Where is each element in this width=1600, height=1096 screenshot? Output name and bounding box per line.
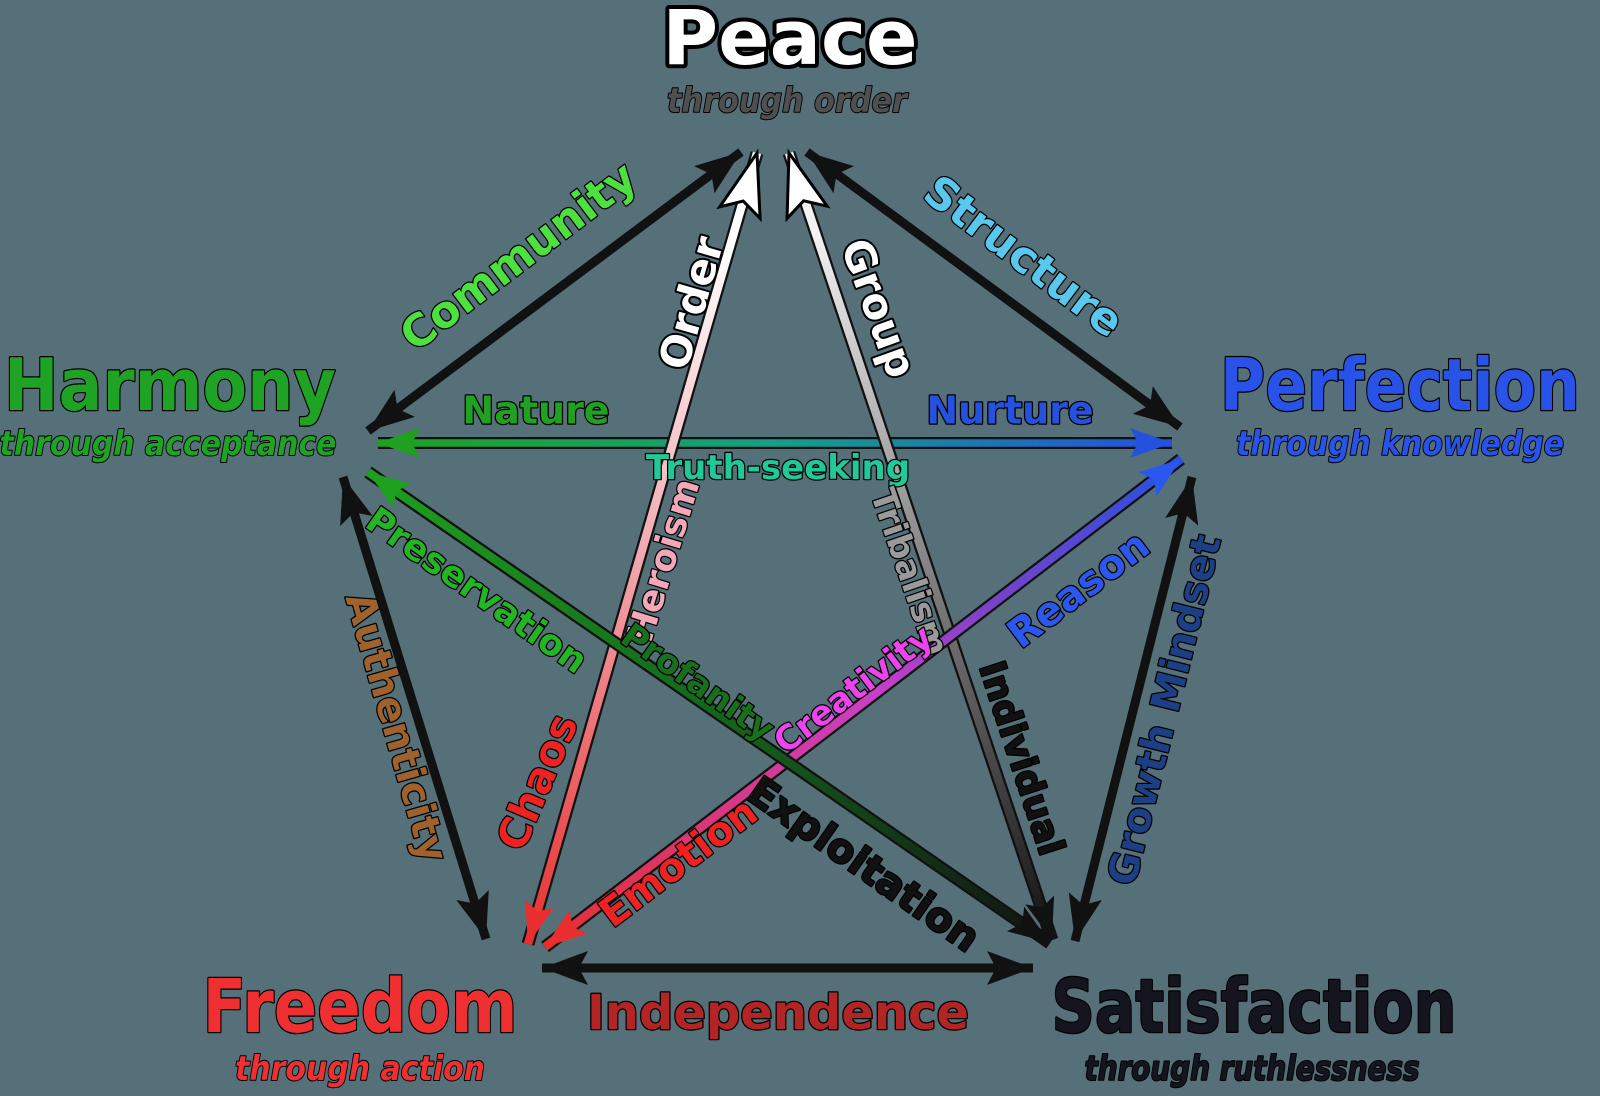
label-exploitation: Exploitation <box>739 768 988 961</box>
label-creativity: Creativity <box>766 617 940 762</box>
edge-peace-perfection-line <box>804 148 1183 431</box>
edge-satisfaction-peace-line <box>784 151 1057 942</box>
edge-harmony-freedom-line <box>338 475 491 941</box>
edge-freedom-perfection-line <box>542 455 1184 951</box>
vertex-harmony-label: Harmony <box>4 343 336 427</box>
arrowhead-individual-satisfaction <box>1025 895 1055 940</box>
vertex-peace-label: Peace <box>662 0 917 82</box>
arrowhead-growth-perfection <box>1165 477 1199 526</box>
vertex-freedom-subtitle: through action <box>235 1049 485 1089</box>
arrowhead-preservation-harmony <box>368 472 412 509</box>
arrowhead-nature-harmony <box>378 428 420 458</box>
vertex-peace-subtitle: through order <box>667 81 909 121</box>
edge-peace-perfection <box>804 148 1183 431</box>
edge-harmony-freedom <box>338 475 491 941</box>
arrowhead-authenticity-freedom <box>456 890 489 939</box>
label-order: Order <box>649 231 734 375</box>
edge-satisfaction-peace <box>782 148 1059 943</box>
arrowhead-independence-freedom <box>542 951 588 985</box>
label-nature: Nature <box>462 388 609 432</box>
arrowhead-exploitation-satisfaction <box>1006 906 1050 943</box>
arrowhead-group-peace <box>785 148 831 223</box>
vertex-harmony-subtitle: through acceptance <box>0 424 337 464</box>
vertex-freedom-label: Freedom <box>203 964 518 1050</box>
edge-harmony-perfection <box>378 428 1172 458</box>
arrowhead-authenticity-harmony <box>340 477 373 526</box>
edge-peace-harmony <box>365 148 744 435</box>
arrowhead-nurture-perfection <box>1130 428 1172 458</box>
arrowhead-independence-satisfaction <box>987 951 1033 985</box>
arrowhead-community-harmony <box>368 389 415 431</box>
label-nurture: Nurture <box>926 388 1093 432</box>
arrowhead-order-peace <box>716 148 762 223</box>
vertex-satisfaction-subtitle: through ruthlessness <box>1085 1049 1420 1089</box>
arrowhead-emotion-freedom <box>545 909 588 947</box>
edge-peace-harmony-line <box>365 148 744 435</box>
label-emotion: Emotion <box>591 789 767 937</box>
edge-perfection-satisfaction-line <box>1070 475 1197 943</box>
vertex-perfection-subtitle: through knowledge <box>1236 424 1564 464</box>
label-independence: Independence <box>587 985 969 1041</box>
arrowhead-community-peace <box>694 152 741 194</box>
edge-freedom-peace-line <box>523 151 762 946</box>
arrowhead-reason-perfection <box>1138 459 1181 497</box>
edge-perfection-satisfaction <box>1068 475 1199 943</box>
edge-freedom-satisfaction <box>542 951 1033 985</box>
label-profanity: Profanity <box>613 616 781 750</box>
label-authenticity: Authenticity <box>336 587 457 867</box>
arrowhead-growth-satisfaction <box>1068 892 1102 941</box>
edge-freedom-peace <box>521 148 764 946</box>
vertex-satisfaction-label: Satisfaction <box>1052 964 1457 1050</box>
edge-harmony-satisfaction-line <box>365 468 1053 947</box>
vertex-perfection-label: Perfection <box>1220 343 1580 427</box>
edge-freedom-perfection <box>541 453 1185 953</box>
arrowhead-structure-perfection <box>1132 386 1180 427</box>
arrowhead-structure-peace <box>807 152 854 194</box>
label-truth-seeking: Truth-seeking <box>646 448 910 488</box>
arrowhead-chaos-freedom <box>525 899 554 944</box>
edge-harmony-satisfaction <box>364 466 1054 949</box>
